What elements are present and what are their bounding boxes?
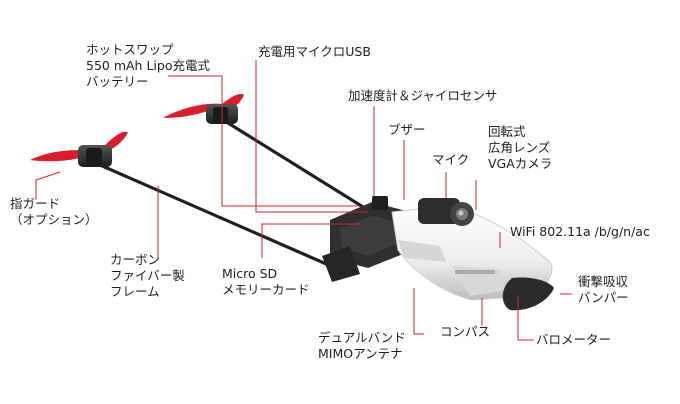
label-antenna: デュアルバンド MIMOアンテナ [318, 330, 406, 361]
leader-usb [255, 60, 368, 213]
leader-antenna [413, 288, 424, 335]
leader-barometer [517, 296, 534, 341]
label-carbon-frame: カーボン ファイバー製 フレーム [110, 252, 185, 299]
leader-microsd [261, 223, 360, 258]
leader-battery [168, 75, 358, 207]
label-battery: ホットスワップ 550 mAh Lipo充電式 バッテリー [86, 42, 210, 89]
label-usb: 充電用マイクロUSB [258, 44, 371, 59]
label-barometer: バロメーター [536, 332, 612, 347]
micro-usb-port [372, 196, 388, 210]
label-mic: マイク [432, 152, 470, 167]
label-wifi: WiFi 802.11a /b/g/n/ac [510, 224, 650, 239]
leader-lines [35, 60, 572, 341]
drone-body [391, 205, 554, 311]
label-buzzer: ブザー [388, 122, 426, 137]
label-compass: コンパス [440, 324, 491, 339]
label-sensors: 加速度計＆ジャイロセンサ [348, 88, 498, 103]
label-camera: 回転式 広角レンズ VGAカメラ [488, 124, 553, 171]
label-finger-guard: 指ガード （オプション） [10, 196, 98, 227]
shock-bumper [502, 277, 554, 311]
propeller-right [163, 94, 244, 124]
propeller-left [30, 131, 128, 167]
leader-finger-guard [35, 171, 61, 200]
core-module [322, 196, 410, 282]
frame-rod-front [98, 163, 342, 272]
label-micro-sd: Micro SD メモリーカード [222, 266, 310, 297]
label-bumper: 衝撃吸収 バンパー [578, 274, 629, 305]
rotating-camera [418, 198, 474, 226]
